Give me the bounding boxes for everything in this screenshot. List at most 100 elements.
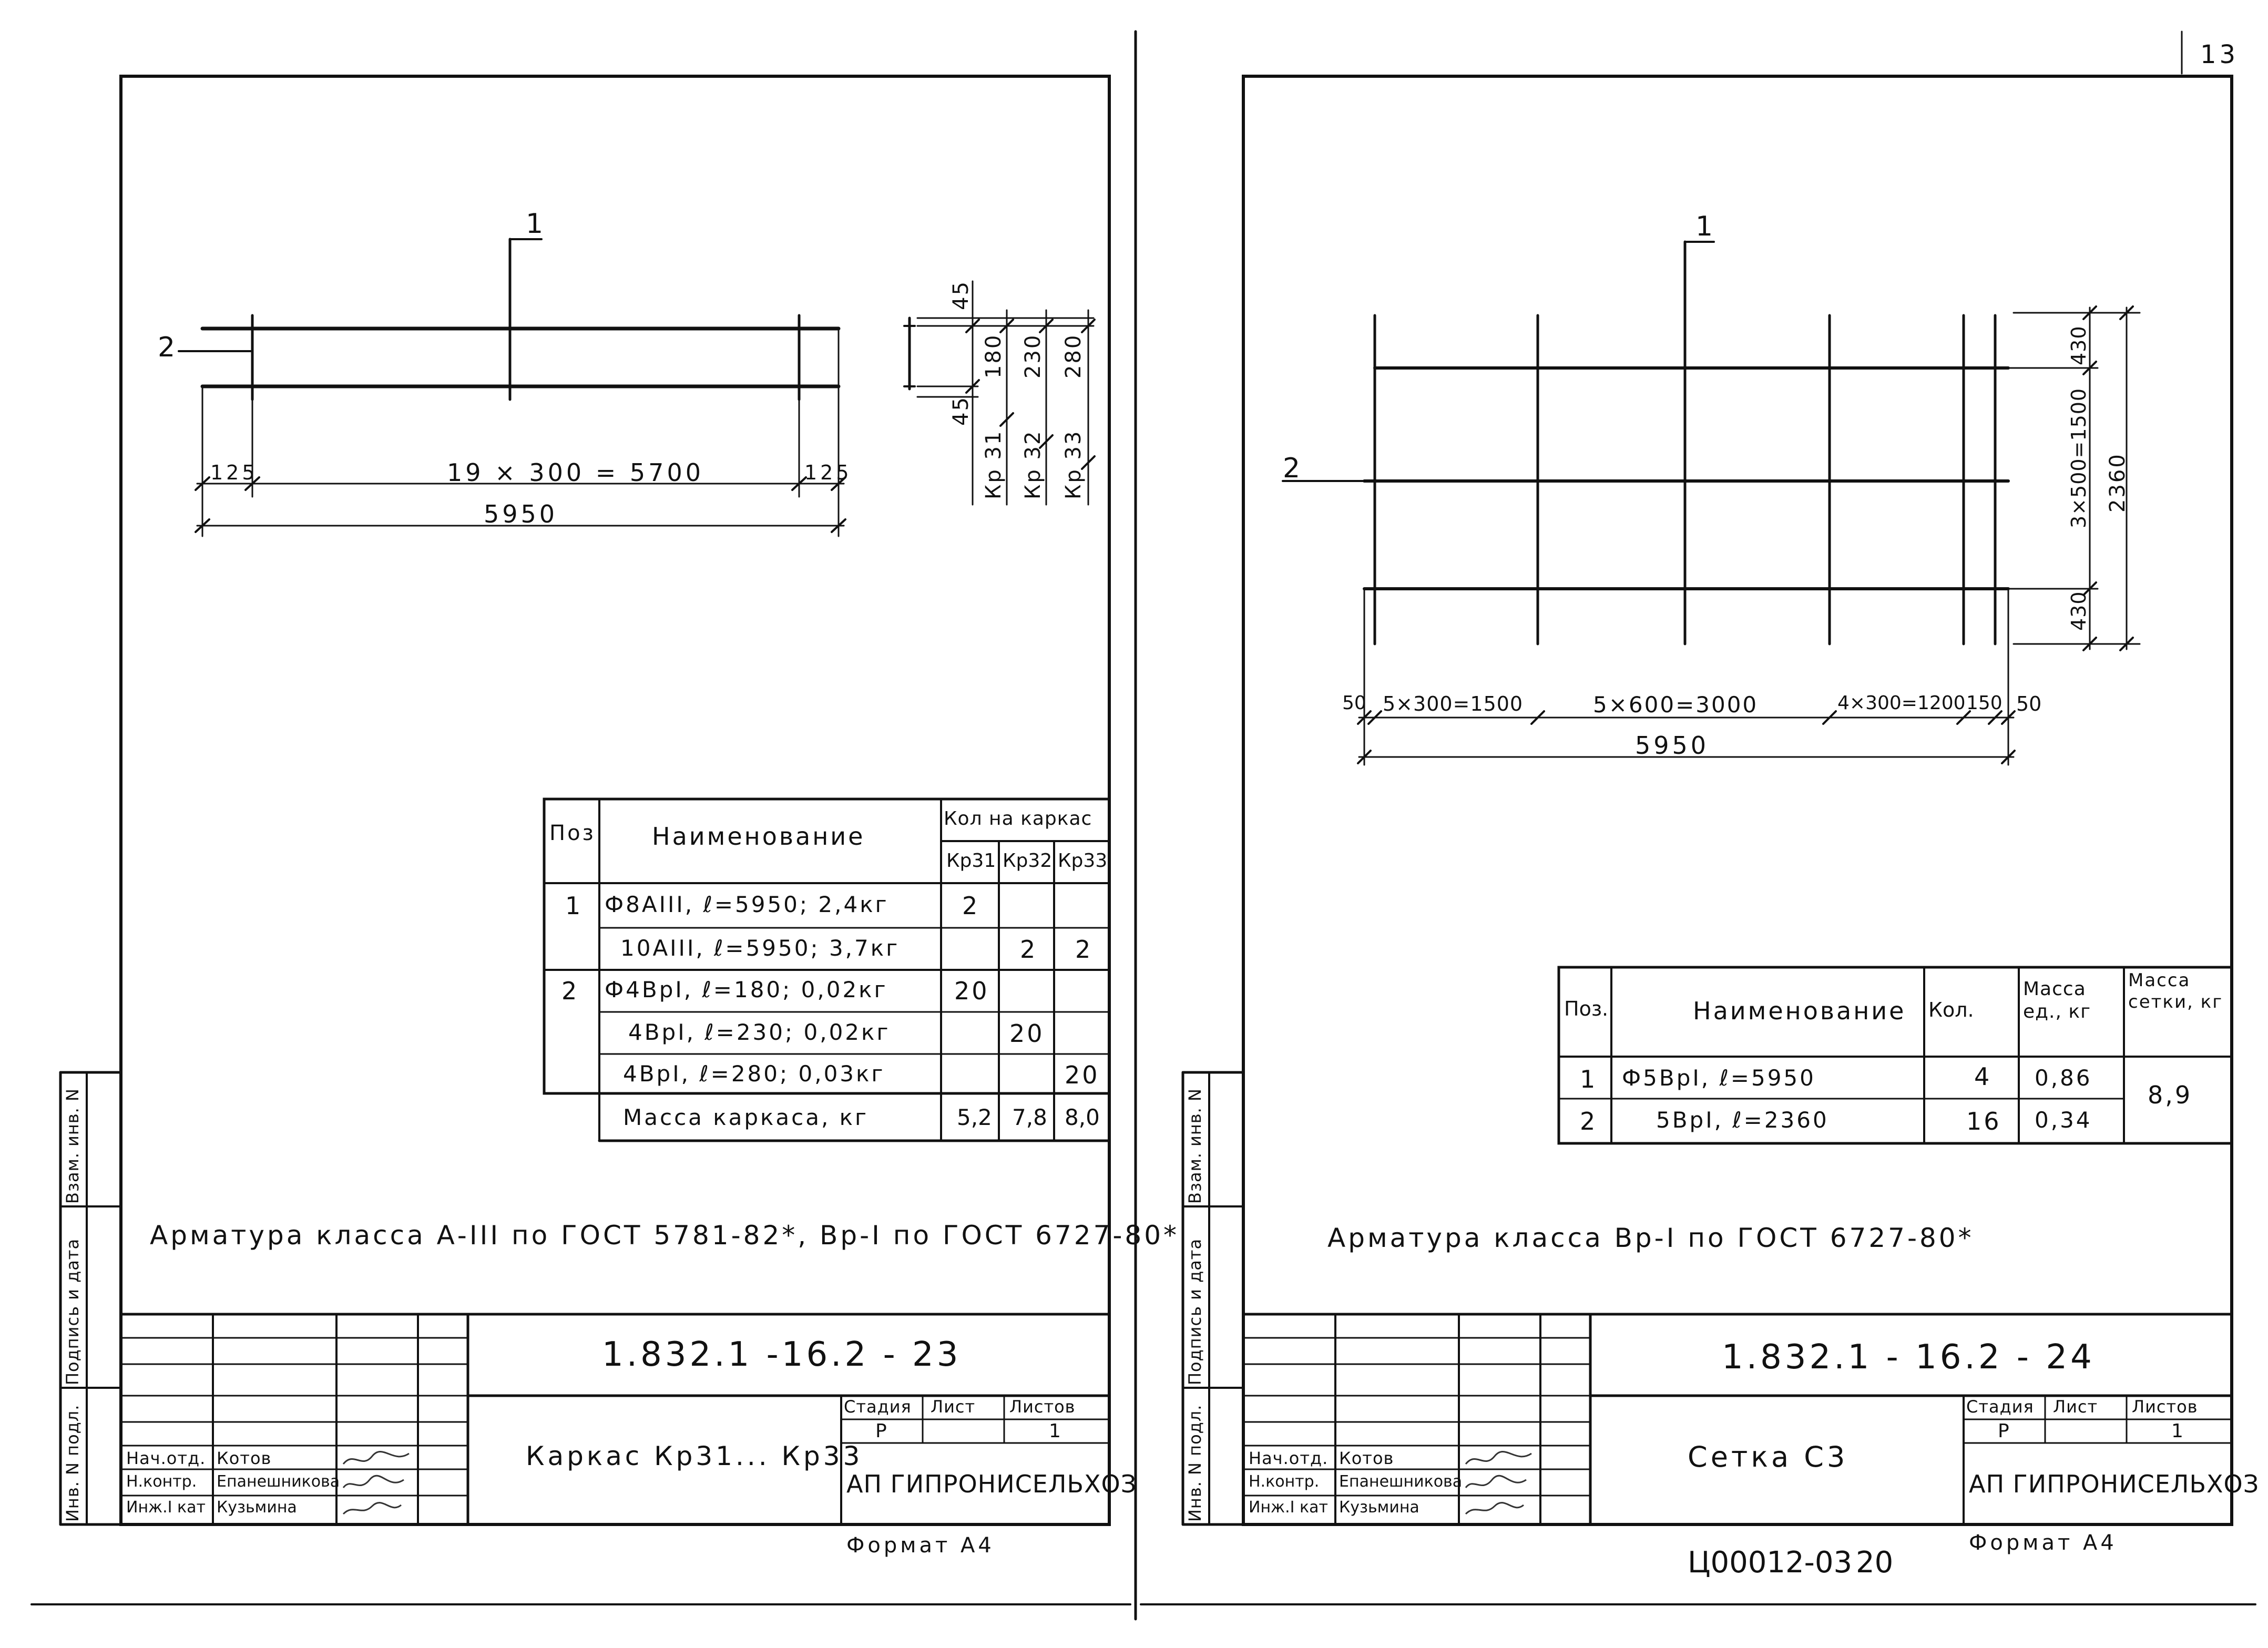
left-spec-row3-q2: 20 <box>1009 1019 1045 1048</box>
left-spec-sub-1: Кр32 <box>1003 850 1053 872</box>
left-sheets-value: 1 <box>1049 1420 1064 1442</box>
right-side-label-1: Подпись и дата <box>1185 1238 1205 1385</box>
left-spec-row1-q2: 2 <box>1020 935 1038 964</box>
right-person1-role: Н.контр. <box>1249 1472 1320 1491</box>
left-spec-total-2: 8,0 <box>1065 1104 1100 1130</box>
right-spec-row0-mass: 0,86 <box>2035 1065 2092 1091</box>
right-spec-row1-pos: 2 <box>1580 1107 1598 1135</box>
right-dim-bottom-0: 50 <box>1342 692 1366 714</box>
bottom-stamp-code: Ц00012-03 <box>1688 1545 1853 1580</box>
right-person2-name: Кузьмина <box>1339 1498 1419 1517</box>
left-spec-header-pos: Поз <box>549 821 596 845</box>
left-spec-row0-q1: 2 <box>962 892 980 920</box>
left-stage-value: Р <box>875 1420 890 1442</box>
right-spec-header-qty: Кол. <box>1928 998 1974 1021</box>
left-dim-top-offset: 45 <box>949 280 973 310</box>
left-spec-row2-pos: 2 <box>561 977 579 1005</box>
right-sheets-label: Листов <box>2132 1397 2198 1417</box>
left-person2-role: Инж.I кат <box>126 1498 206 1517</box>
right-pos2-label: 2 <box>1283 453 1304 484</box>
right-dim-bottom-2: 5×600=3000 <box>1593 692 1759 718</box>
right-dim-total: 5950 <box>1635 731 1710 760</box>
left-person1-role: Н.контр. <box>126 1472 197 1491</box>
left-signatures <box>342 1451 410 1515</box>
left-spec-row0-name: Ф8АIII, ℓ=5950; 2,4кг <box>605 892 889 917</box>
left-pos1-label: 1 <box>526 208 547 240</box>
right-spec-row0-qty: 4 <box>1974 1062 1992 1091</box>
left-org: АП ГИПРОНИСЕЛЬХОЗ <box>846 1470 1137 1498</box>
right-signatures <box>1465 1451 1532 1515</box>
right-stage-value: Р <box>1998 1420 2012 1442</box>
left-spec-row3-name: 4ВрI, ℓ=230; 0,02кг <box>628 1019 891 1045</box>
left-side-label-2: Взам. инв. N <box>63 1088 83 1204</box>
right-person0-role: Нач.отд. <box>1249 1448 1329 1468</box>
left-spec-sub-0: Кр31 <box>946 850 996 872</box>
right-note: Арматура класса Вр-I по ГОСТ 6727-80* <box>1327 1223 1974 1253</box>
left-spec-header-name: Наименование <box>652 822 865 851</box>
left-spec-sub-2: Кр33 <box>1058 850 1108 872</box>
left-person0-name: Котов <box>217 1448 272 1468</box>
left-stage-label: Стадия <box>844 1397 912 1417</box>
left-frame-mark-0: Кр 31 <box>982 429 1006 499</box>
left-spec-total-1: 7,8 <box>1012 1104 1047 1130</box>
right-dim-bottom-5: 50 <box>2016 692 2042 715</box>
right-spec-header-pos: Поз. <box>1564 997 1609 1020</box>
left-dim-bottom-offset: 45 <box>949 396 973 426</box>
left-person1-name: Епанешникова <box>217 1472 340 1491</box>
right-spec-mesh-mass: 8,9 <box>2148 1081 2193 1109</box>
left-spec-row1-name: 10АIII, ℓ=5950; 3,7кг <box>620 935 900 961</box>
right-spec-row1-name: 5ВрI, ℓ=2360 <box>1656 1107 1829 1133</box>
left-person2-name: Кузьмина <box>217 1498 297 1517</box>
left-spec-row0-pos: 1 <box>565 892 583 920</box>
left-spec-total-0: 5,2 <box>957 1104 992 1130</box>
left-person0-role: Нач.отд. <box>126 1448 206 1468</box>
right-org: АП ГИПРОНИСЕЛЬХОЗ <box>1969 1470 2260 1498</box>
left-spec-header-qty: Кол на каркас <box>944 808 1092 830</box>
left-dim-edge-left: 125 <box>210 461 258 484</box>
left-format: Формат А4 <box>846 1533 995 1558</box>
left-height-1: 230 <box>1021 333 1045 378</box>
left-height-0: 180 <box>982 333 1006 378</box>
right-spec-row1-mass: 0,34 <box>2035 1107 2092 1133</box>
left-dim-middle: 19 × 300 = 5700 <box>447 458 704 487</box>
right-spec-header-name: Наименование <box>1693 997 1906 1025</box>
left-spec-row4-name: 4ВрI, ℓ=280; 0,03кг <box>623 1061 885 1087</box>
right-sheet-label: Лист <box>2053 1397 2098 1417</box>
right-spec-row0-pos: 1 <box>1580 1065 1598 1093</box>
left-pos2-label: 2 <box>158 332 179 363</box>
right-title-code: 1.832.1 - 16.2 - 24 <box>1722 1338 2095 1377</box>
bottom-stamp-page: 20 <box>1856 1545 1894 1580</box>
right-dim-side-1: 3×500=1500 <box>2067 387 2090 528</box>
right-pos1-label: 1 <box>1695 211 1717 242</box>
right-dim-bottom-1: 5×300=1500 <box>1383 692 1524 715</box>
left-dim-edge-right: 125 <box>804 461 852 484</box>
right-dim-side-2: 430 <box>2067 591 2090 631</box>
right-format: Формат А4 <box>1969 1531 2117 1555</box>
left-height-2: 280 <box>1061 333 1086 378</box>
right-person0-name: Котов <box>1339 1448 1394 1468</box>
right-spec-row0-name: Ф5ВрI, ℓ=5950 <box>1622 1065 1816 1091</box>
left-title-code: 1.832.1 -16.2 - 23 <box>602 1335 962 1374</box>
left-dim-total: 5950 <box>484 500 558 528</box>
right-dim-side-0: 430 <box>2067 325 2090 365</box>
left-spec-total-label: Масса каркаса, кг <box>623 1104 869 1130</box>
right-dim-bottom-4: 150 <box>1966 692 2003 714</box>
page-corner-number: 13 <box>2200 40 2239 69</box>
left-spec-row1-q3: 2 <box>1075 935 1093 964</box>
left-sheet-label: Лист <box>931 1397 976 1417</box>
right-spec-row1-qty: 16 <box>1966 1107 2001 1135</box>
left-sheets-label: Листов <box>1009 1397 1076 1417</box>
right-title-name: Сетка С3 <box>1688 1440 1848 1473</box>
right-dim-bottom-3: 4×300=1200 <box>1837 692 1966 714</box>
left-spec-row2-name: Ф4ВрI, ℓ=180; 0,02кг <box>605 977 888 1002</box>
left-title-name: Каркас Кр31... Кр33 <box>526 1441 863 1471</box>
right-stage-label: Стадия <box>1966 1397 2034 1417</box>
right-spec-header-mass-unit: Масса ед., кг <box>2023 978 2091 1023</box>
right-person2-role: Инж.I кат <box>1249 1498 1328 1517</box>
left-spec-row2-q1: 20 <box>954 977 989 1005</box>
left-note: Арматура класса А-III по ГОСТ 5781-82*, … <box>150 1220 1180 1251</box>
right-sheets-value: 1 <box>2171 1420 2187 1442</box>
left-spec-row4-q3: 20 <box>1065 1061 1100 1089</box>
right-dim-side-total: 2360 <box>2106 453 2130 513</box>
